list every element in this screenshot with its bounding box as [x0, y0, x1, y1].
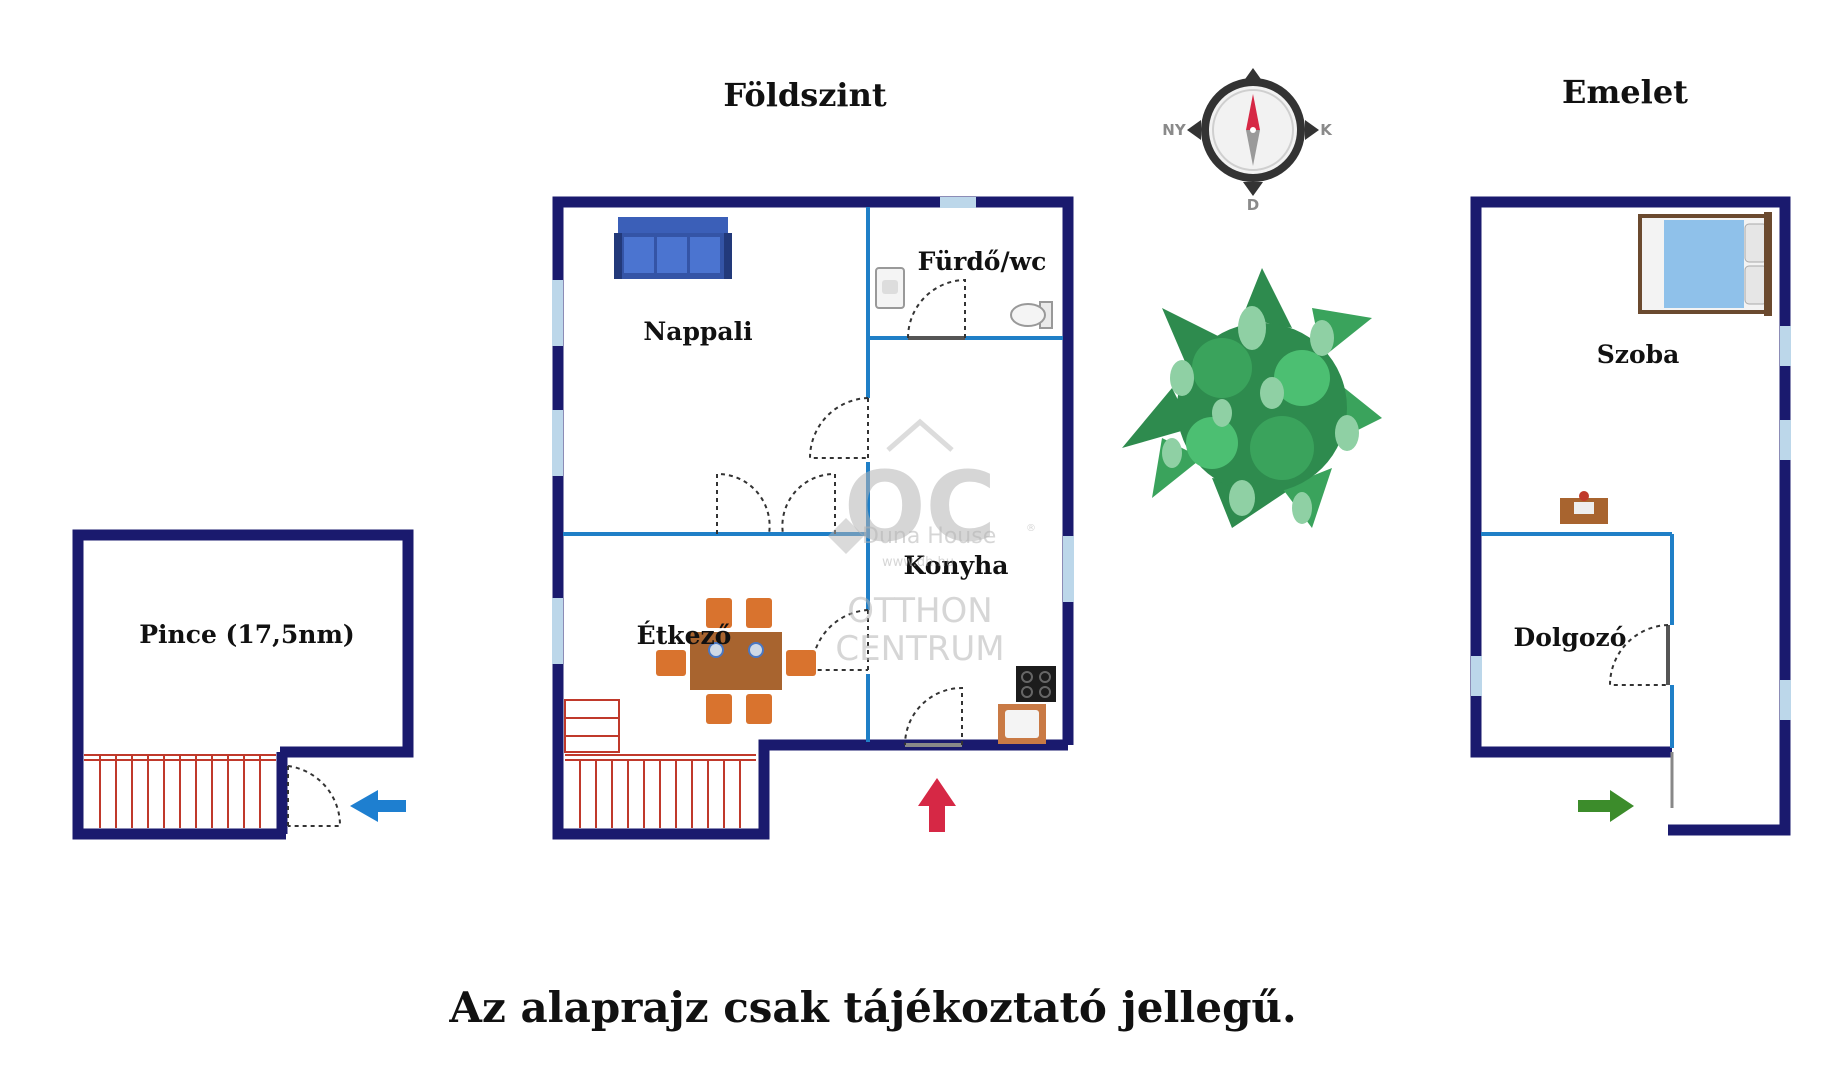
- kitchen-door: [810, 609, 869, 671]
- upper-entrance-arrow-icon: [1578, 790, 1634, 822]
- sink-icon: [875, 267, 905, 309]
- watermark: OC Duna House ® www.dh.hu OTTHON CENTRUM: [828, 418, 1036, 669]
- toilet-icon: [1010, 301, 1053, 329]
- living-room-label: Nappali: [643, 317, 752, 346]
- window: [552, 598, 563, 664]
- main-entrance-arrow-icon: [918, 778, 956, 832]
- entrance-door: [904, 686, 963, 747]
- interior-door: [716, 472, 836, 535]
- watermark-registered: ®: [1026, 523, 1036, 534]
- watermark-line2: CENTRUM: [835, 629, 1004, 669]
- study-door: [1608, 624, 1670, 686]
- watermark-url: www.dh.hu: [882, 555, 954, 570]
- stove-icon: [1016, 666, 1056, 702]
- ground-floor-plan: Nappali Fürdő/wc Konyha Étkező: [552, 196, 1074, 840]
- diamond-logo-icon: [828, 518, 864, 554]
- compass-icon: NY K D: [1162, 68, 1333, 214]
- watermark-brand: Duna House: [862, 524, 996, 549]
- desk-icon: [1560, 491, 1608, 524]
- bathroom-door: [907, 278, 966, 340]
- dining-table-icon: [656, 598, 816, 724]
- window: [1780, 680, 1791, 720]
- sofa-icon: [614, 217, 732, 279]
- ground-floor-stairs: [564, 699, 756, 828]
- watermark-logo: OC: [844, 451, 996, 563]
- window: [1063, 536, 1074, 602]
- window: [552, 410, 563, 476]
- cellar-label: Pince (17,5nm): [139, 620, 354, 649]
- upper-floor-plan: Szoba Dolgozó: [1470, 196, 1791, 836]
- compass-south-label: D: [1247, 196, 1259, 214]
- kitchen-label: Konyha: [904, 551, 1009, 580]
- compass-east-label: K: [1320, 121, 1333, 139]
- watermark-line1: OTTHON: [847, 591, 992, 631]
- plant-icon: [1122, 268, 1382, 528]
- bedroom-label: Szoba: [1597, 340, 1680, 369]
- kitchen-sink-icon: [998, 704, 1046, 744]
- window: [940, 197, 976, 208]
- window: [552, 280, 563, 346]
- window: [1780, 420, 1791, 460]
- window: [1471, 656, 1482, 696]
- cellar-entrance-arrow-icon: [350, 790, 406, 822]
- window: [1780, 326, 1791, 366]
- cellar-plan: Pince (17,5nm): [72, 529, 414, 840]
- cellar-door: [287, 765, 342, 827]
- bathroom-label: Fürdő/wc: [918, 247, 1047, 276]
- interior-door: [808, 397, 869, 459]
- dining-label: Étkező: [637, 621, 732, 650]
- study-label: Dolgozó: [1514, 623, 1627, 652]
- compass-west-label: NY: [1162, 121, 1187, 139]
- disclaimer-text: Az alaprajz csak tájékoztató jellegű.: [448, 983, 1296, 1032]
- ground-floor-title: Földszint: [723, 76, 886, 114]
- bed-icon: [1638, 212, 1772, 316]
- upper-floor-title: Emelet: [1562, 73, 1688, 111]
- cellar-stairs: [84, 754, 276, 828]
